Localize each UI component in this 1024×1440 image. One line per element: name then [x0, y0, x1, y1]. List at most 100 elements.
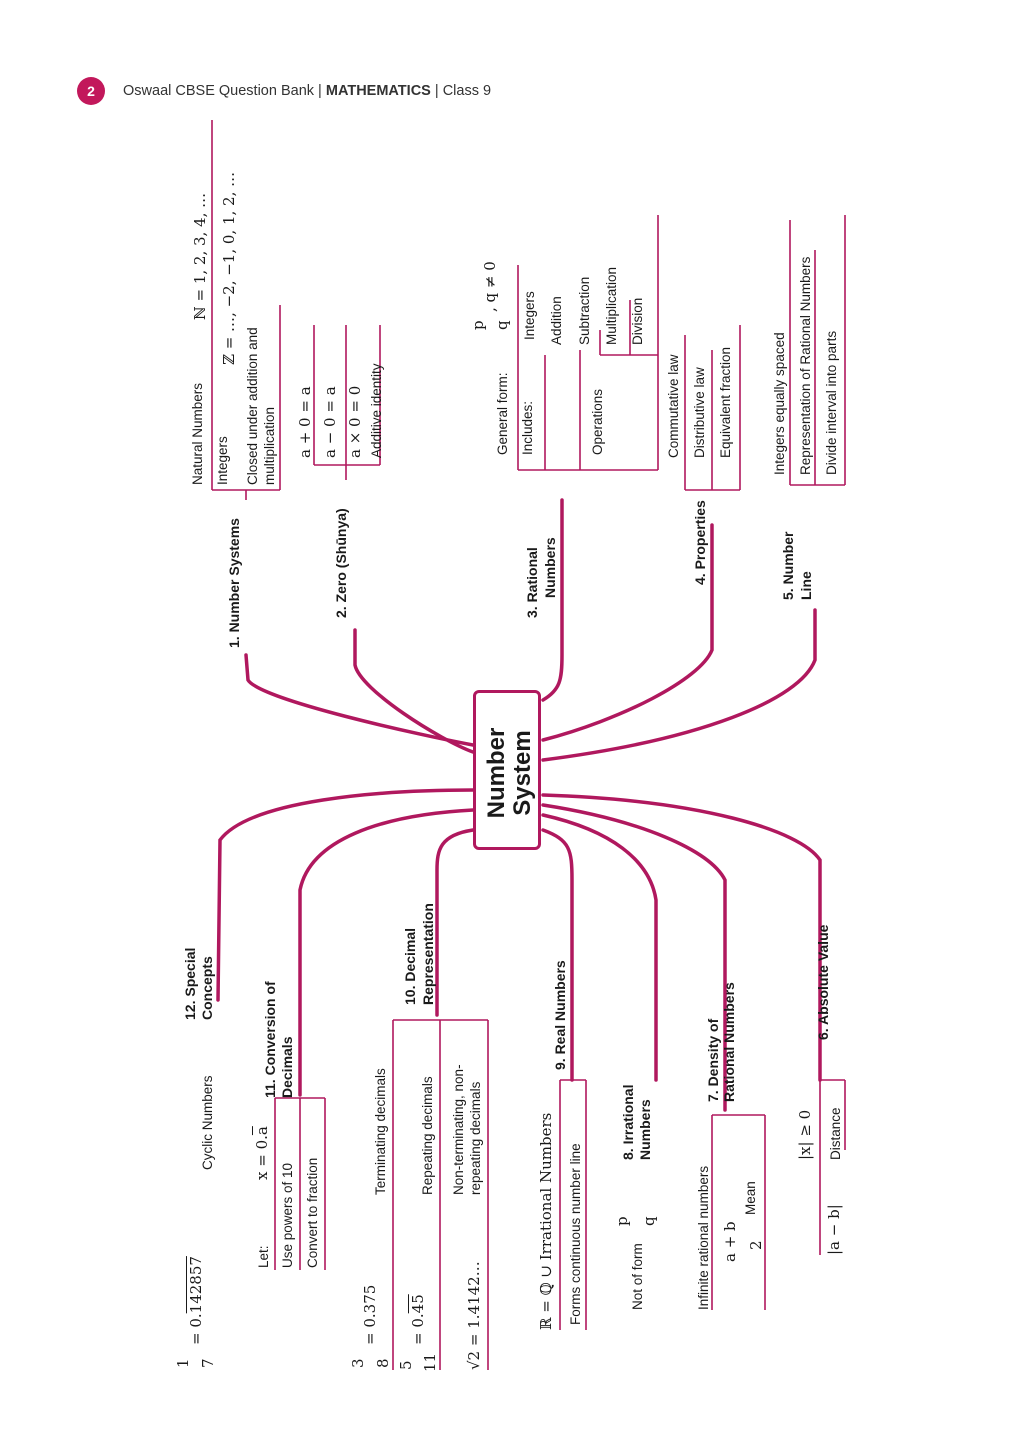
branch-3-title-2: Numbers	[542, 537, 558, 598]
branch-7-title-2: Rational Numbers	[721, 982, 737, 1102]
abs-distance: Distance	[828, 1107, 843, 1160]
page-header: 2 Oswaal CBSE Question Bank | MATHEMATIC…	[77, 77, 491, 105]
branch-12-title-1: 12. Special	[182, 947, 198, 1020]
infinite-rationals: Infinite rational numbers	[696, 1165, 711, 1310]
terminating-label: Terminating decimals	[373, 1068, 388, 1195]
connector-7	[541, 803, 727, 1112]
repeating-label: Repeating decimals	[420, 1076, 435, 1195]
rep-ex-num: 5	[397, 1360, 415, 1370]
cyclic-numbers: Cyclic Numbers	[200, 1075, 215, 1170]
rep-ex-val: = 0.45	[409, 1294, 427, 1345]
connector-6	[541, 793, 822, 1082]
connector-9	[541, 828, 574, 1082]
center-line-1: Number	[483, 727, 510, 819]
header-separator: |	[318, 83, 322, 99]
term-ex-num: 3	[349, 1358, 367, 1368]
mean-label: Mean	[743, 1181, 758, 1215]
branch-4-title: 4. Properties	[692, 500, 708, 585]
additive-identity: Additive identity	[369, 363, 384, 458]
nonterm-line-1: Non-terminating, non-	[451, 1064, 466, 1195]
let-bar: a	[253, 1126, 271, 1136]
branch-1-title: 1. Number Systems	[226, 518, 242, 648]
cyclic-ex-val: = 0.142857	[187, 1256, 205, 1345]
subject-title: MATHEMATICS	[325, 83, 431, 99]
cyclic-prefix: = 0.	[187, 1313, 205, 1345]
integers-set: ℤ = …, −2, −1, 0, 1, 2, …	[220, 171, 238, 365]
branch-3-title-1: 3. Rational	[524, 547, 540, 618]
mean-denominator: 2	[747, 1240, 765, 1250]
branch-6-title: 6. Absolute Value	[815, 924, 831, 1040]
property-distributive: Distributive law	[692, 367, 707, 458]
connector-12	[216, 788, 475, 1002]
branch-10-title-2: Representation	[420, 903, 436, 1005]
let-label: Let:	[256, 1245, 271, 1268]
let-example: x = 0.a	[253, 1126, 271, 1180]
center-line-2: System	[509, 730, 537, 816]
term-ex-val: = 0.375	[361, 1284, 379, 1345]
zero-eq-2: a − 0 = a	[321, 386, 339, 458]
branch-8-title-2: Numbers	[637, 1099, 653, 1160]
op-division: Division	[630, 297, 645, 345]
general-form-label: General form:	[495, 372, 510, 455]
rational-condition: , q ≠ 0	[481, 261, 499, 312]
op-multiplication: Multiplication	[604, 266, 619, 345]
rational-frac-den: q	[493, 320, 511, 330]
branch-12-title-2: Concepts	[199, 956, 215, 1020]
branch-8-title-1: 8. Irrational	[620, 1084, 636, 1160]
book-title: Oswaal CBSE Question Bank	[123, 83, 315, 99]
numberline-item-3: Divide interval into parts	[824, 330, 839, 475]
convert-fraction: Convert to fraction	[305, 1157, 320, 1268]
numberline-item-2: Representation of Rational Numbers	[798, 256, 813, 475]
not-of-form: Not of form	[630, 1243, 645, 1310]
op-subtraction: Subtraction	[577, 276, 592, 345]
cyclic-ex-num: 1	[174, 1358, 192, 1368]
connector-11	[298, 808, 475, 1097]
page-number-badge: 2	[77, 77, 105, 105]
cyclic-bar: 142857	[187, 1256, 205, 1314]
rep-ex-bar: 45	[409, 1294, 427, 1314]
irrational-frac-den: q	[640, 1216, 658, 1226]
mean-numerator: a + b	[721, 1221, 739, 1262]
rational-frac-num: p	[469, 320, 487, 330]
header-separator: |	[434, 83, 439, 99]
abs-difference: |a − b|	[825, 1204, 843, 1255]
operations-label: Operations	[590, 388, 605, 455]
use-powers: Use powers of 10	[280, 1162, 295, 1268]
real-formula: ℝ = ℚ ∪ Irrational Numbers	[537, 1112, 555, 1330]
connector-2	[353, 628, 475, 754]
connector-3	[541, 498, 564, 702]
term-ex-den: 8	[374, 1358, 392, 1368]
closed-line-2: multiplication	[262, 406, 277, 485]
connector-1	[244, 653, 475, 747]
branch-5-title-2: Line	[798, 571, 814, 600]
connector-4	[541, 523, 714, 742]
closed-line-1: Closed under addition and	[245, 327, 260, 485]
property-commutative: Commutative law	[666, 354, 681, 458]
nonterm-line-2: repeating decimals	[468, 1081, 483, 1195]
header-text: Oswaal CBSE Question Bank | MATHEMATICS …	[123, 83, 491, 99]
branch-9-title: 9. Real Numbers	[552, 960, 568, 1070]
abs-inequality: |x| ≥ 0	[796, 1109, 814, 1160]
let-prefix: x = 0.	[253, 1135, 271, 1180]
continuous-line: Forms continuous number line	[568, 1143, 583, 1325]
branch-10-title-1: 10. Decimal	[402, 927, 418, 1005]
branch-11-title-1: 11. Conversion of	[262, 981, 278, 1098]
sqrt-example: √2 = 1.4142…	[465, 1261, 483, 1370]
center-node: Number System	[473, 690, 541, 850]
includes-integers: Integers	[522, 291, 537, 340]
class-label: Class 9	[442, 83, 492, 99]
branch-7-title-1: 7. Density of	[705, 1018, 721, 1102]
op-addition: Addition	[549, 296, 564, 345]
connector-8	[541, 813, 658, 1082]
numberline-item-1: Integers equally spaced	[772, 332, 787, 475]
rep-ex-den: 11	[421, 1352, 439, 1372]
integers-label: Integers	[215, 436, 230, 485]
branch-11-title-2: Decimals	[279, 1036, 295, 1098]
natural-numbers-label: Natural Numbers	[190, 382, 205, 485]
cyclic-ex-den: 7	[199, 1358, 217, 1368]
property-equivalent: Equivalent fraction	[718, 346, 733, 458]
branch-5-title-1: 5. Number	[780, 531, 796, 600]
center-label: Number System	[483, 703, 537, 843]
includes-label: Includes:	[520, 400, 535, 455]
